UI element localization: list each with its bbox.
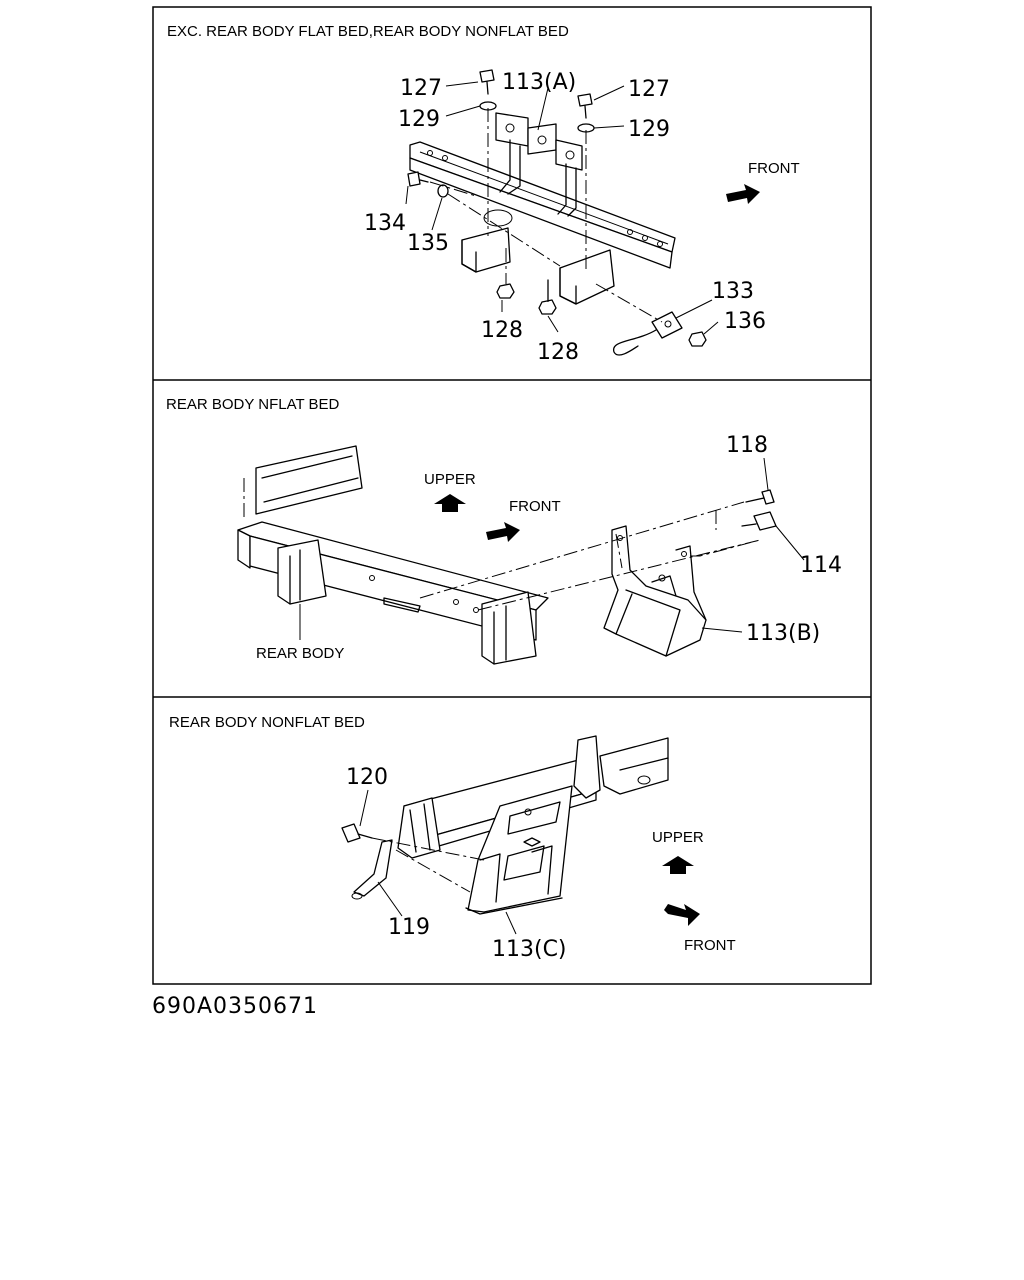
direction-front-3: FRONT [664,904,736,954]
nut-136 [688,331,707,347]
bracket-119 [351,839,393,900]
callout-113b: 113(B) [746,621,820,646]
frame-rail-right [547,249,615,305]
callout-120: 120 [346,765,388,790]
direction-front-1: FRONT [726,160,800,204]
tow-hook-133 [613,311,683,356]
svg-text:FRONT: FRONT [509,498,561,515]
callout-133: 133 [712,279,754,304]
svg-text:UPPER: UPPER [424,471,476,488]
bolt-114 [741,511,777,531]
svg-text:FRONT: FRONT [684,937,736,954]
panel-2-title: REAR BODY NFLAT BED [166,396,340,413]
bolt-134 [407,171,429,187]
callout-113c: 113(C) [492,937,567,962]
label-rear-body: REAR BODY [256,645,344,662]
direction-upper-2: UPPER [424,471,476,512]
callout-135: 135 [407,231,449,256]
bolt-127-right [577,93,593,119]
callout-127-left: 127 [400,76,442,101]
rear-body-post-right [481,591,537,665]
bolt-118 [745,489,775,505]
callout-118: 118 [726,433,768,458]
bracket-113b [603,525,707,657]
nonflat-crossmember [599,737,669,795]
nut-128-right [538,299,557,315]
svg-text:UPPER: UPPER [652,829,704,846]
figure-code: 690A0350671 [152,994,318,1019]
panel-2: REAR BODY NFLAT BED [166,396,842,665]
washer-135 [437,184,449,198]
callout-136: 136 [724,309,766,334]
panel-1-title: EXC. REAR BODY FLAT BED,REAR BODY NONFLA… [167,23,569,40]
crossmember [409,141,676,269]
diagram-frame [152,6,872,985]
callout-113a: 113(A) [502,70,576,95]
svg-text:FRONT: FRONT [748,160,800,177]
bolt-120 [341,823,373,843]
callout-129-right: 129 [628,117,670,142]
callout-128-left: 128 [481,318,523,343]
callout-128-right: 128 [537,340,579,365]
callout-134: 134 [364,211,406,236]
rear-body-side [243,445,363,520]
bracket-113c [465,735,601,915]
panel-3-title: REAR BODY NONFLAT BED [169,714,365,731]
callout-119: 119 [388,915,430,940]
bolt-127-left [479,69,495,95]
nut-128-left [496,283,515,299]
direction-upper-3: UPPER [652,829,704,874]
callout-114: 114 [800,553,842,578]
callout-127-right: 127 [628,77,670,102]
rear-body-post-left [277,539,327,605]
panel-3: REAR BODY NONFLAT BED [169,714,736,962]
panel-1: EXC. REAR BODY FLAT BED,REAR BODY NONFLA… [167,23,800,365]
frame-rail-left [461,209,513,273]
direction-front-2: FRONT [486,498,561,542]
bracket-113a [495,112,583,217]
callout-129-left: 129 [398,107,440,132]
